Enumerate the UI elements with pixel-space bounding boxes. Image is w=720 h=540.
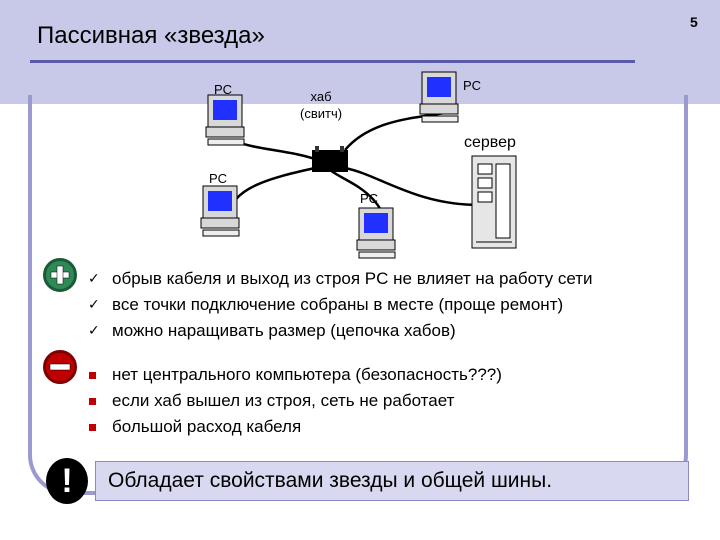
check-icon: ✓ (88, 297, 100, 313)
minus-circle-icon (43, 350, 77, 384)
pc-icon (205, 94, 245, 146)
check-icon: ✓ (88, 323, 100, 339)
pc-label: PC (360, 191, 379, 206)
bullet-square-icon (88, 371, 112, 379)
check-icon: ✓ (88, 271, 100, 287)
pros-item: ✓обрыв кабеля и выход из строя PC не вли… (88, 266, 593, 292)
cable-server (344, 166, 481, 207)
slide-number: 5 (690, 14, 698, 30)
server-label: сервер (464, 134, 516, 151)
header-underline (30, 60, 635, 63)
cons-item: нет центрального компьютера (безопасност… (88, 362, 502, 388)
pc-label: PC (214, 82, 233, 97)
cons-item: если хаб вышел из строя, сеть не работае… (88, 388, 502, 414)
star-topology-diagram (200, 71, 517, 259)
exclamation-icon: ! (46, 458, 88, 504)
pros-item: ✓все точки подключение собраны в месте (… (88, 292, 593, 318)
pros-item: ✓можно наращивать размер (цепочка хабов) (88, 318, 593, 344)
bullet-square-icon (88, 423, 112, 431)
note-text: Обладает свойствами звезды и общей шины. (108, 469, 553, 492)
header-right-block (636, 0, 720, 104)
hub-label: хаб (свитч) (300, 89, 343, 121)
pc-icon (200, 185, 240, 237)
note-box: Обладает свойствами звезды и общей шины. (95, 461, 689, 501)
cable-pc-left (228, 166, 316, 216)
header-band (0, 0, 715, 104)
pc-label: PC (463, 78, 482, 93)
slide-title: Пассивная «звезда» (37, 22, 265, 49)
cons-list: нет центрального компьютера (безопасност… (88, 362, 502, 440)
pc-label: PC (209, 171, 228, 186)
cables (228, 110, 481, 246)
bullet-square-icon (88, 397, 112, 405)
plus-circle-icon (43, 258, 77, 292)
cable-pc-top-left (231, 138, 319, 162)
pros-list: ✓обрыв кабеля и выход из строя PC не вли… (88, 266, 593, 344)
server-icon (471, 155, 517, 249)
cons-item: большой расход кабеля (88, 414, 502, 440)
pc-icon (419, 71, 459, 123)
hub-icon (312, 146, 348, 172)
pc-icon (356, 207, 396, 259)
